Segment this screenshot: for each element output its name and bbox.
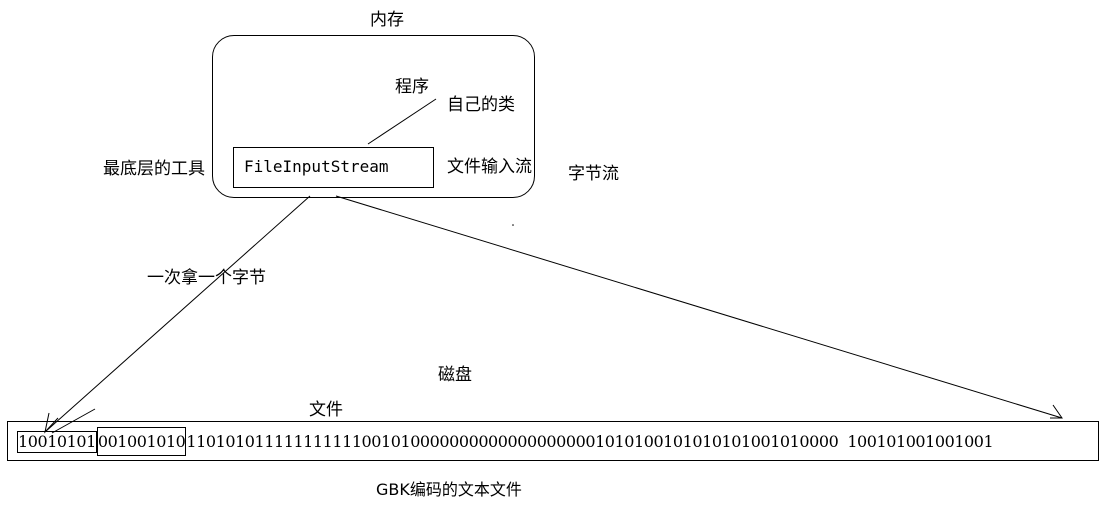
file-label: 文件 bbox=[309, 400, 343, 420]
program-pointer-line bbox=[367, 98, 437, 145]
disk-label: 磁盘 bbox=[438, 365, 472, 385]
tail-bits: 100101001001001 bbox=[847, 432, 994, 451]
fileinputstream-box: FileInputStream bbox=[233, 147, 434, 188]
read-arrow-left-head bbox=[44, 412, 59, 434]
memory-label: 内存 bbox=[370, 10, 404, 30]
lowest-level-tool-label: 最底层的工具 bbox=[103, 159, 205, 179]
second-byte-box: 001001010 bbox=[96, 427, 187, 456]
read-arrow-right-head bbox=[1050, 404, 1063, 419]
file-input-stream-label: 文件输入流 bbox=[447, 157, 532, 177]
first-byte-box: 10010101 bbox=[17, 431, 97, 453]
program-label: 程序 bbox=[395, 77, 429, 97]
memory-box bbox=[212, 35, 535, 198]
one-byte-at-a-time-label: 一次拿一个字节 bbox=[147, 268, 266, 288]
read-arrow-right bbox=[335, 195, 1063, 419]
stray-dot bbox=[512, 224, 514, 226]
read-arrow-left bbox=[44, 195, 311, 433]
gbk-text-file-caption: GBK编码的文本文件 bbox=[376, 480, 522, 499]
fileinputstream-label: FileInputStream bbox=[244, 157, 389, 176]
disk-file-bar bbox=[7, 421, 1099, 461]
remaining-bits: 1101010111111111110010100000000000000000… bbox=[186, 432, 839, 451]
binary-content: 10010101 001001010 110101011111111111001… bbox=[17, 427, 994, 456]
byte-stream-label: 字节流 bbox=[568, 164, 619, 184]
own-class-label: 自己的类 bbox=[447, 95, 515, 115]
